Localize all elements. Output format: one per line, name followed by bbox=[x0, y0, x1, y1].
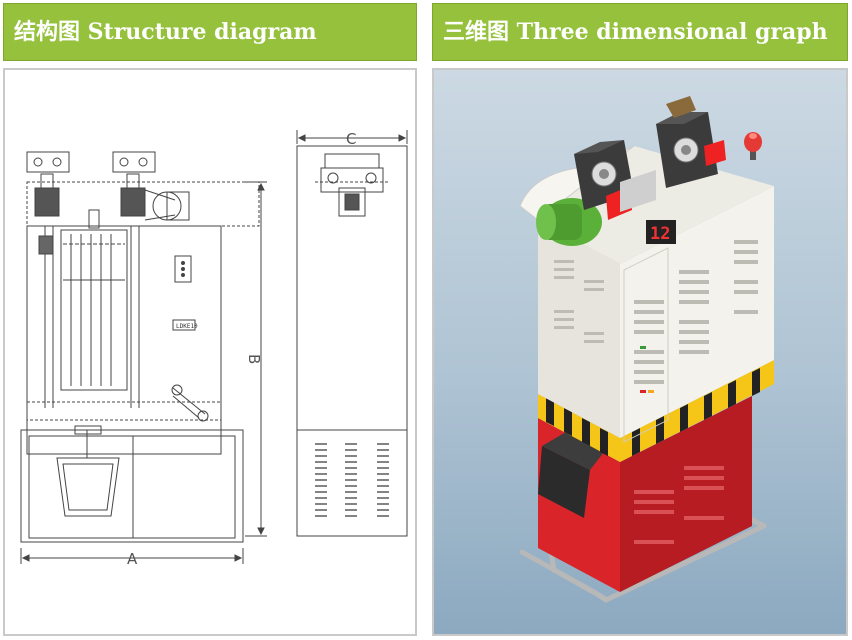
header-structure-diagram: 结构图 Structure diagram bbox=[3, 3, 417, 61]
warning-beacon bbox=[744, 132, 762, 160]
indicator-strips bbox=[640, 346, 654, 393]
main-cabinet-outline bbox=[26, 225, 222, 455]
dimension-label-c: C bbox=[346, 130, 356, 148]
hopper-drawing bbox=[56, 457, 120, 517]
upper-cabinet-vents bbox=[554, 240, 758, 384]
chute bbox=[538, 446, 590, 518]
upper-cabinet-side bbox=[620, 186, 774, 438]
middle-cylinder bbox=[620, 170, 656, 212]
gearbox-right bbox=[656, 96, 726, 188]
header-3d-graph: 三维图 Three dimensional graph bbox=[432, 3, 848, 61]
roller-assembly-left bbox=[26, 151, 70, 217]
upper-cabinet-front bbox=[538, 220, 620, 438]
lift-column bbox=[60, 229, 128, 391]
nameplate-label: LDKE10 bbox=[176, 323, 198, 330]
green-motor bbox=[536, 198, 602, 246]
digital-display bbox=[646, 220, 676, 244]
side-door bbox=[623, 247, 669, 443]
header-3d-title: 三维图 Three dimensional graph bbox=[443, 19, 828, 45]
dimension-label-a: A bbox=[127, 550, 138, 568]
3d-render: 12 bbox=[519, 96, 774, 603]
nameplate bbox=[172, 319, 196, 331]
side-view-outline bbox=[296, 145, 408, 537]
gearbox-left bbox=[574, 140, 634, 220]
display-value: 12 bbox=[650, 224, 670, 244]
3d-render-panel: 12 bbox=[432, 68, 848, 636]
warning-stripe-front bbox=[538, 394, 620, 462]
roller-assembly-right bbox=[112, 151, 156, 217]
motor-drawing bbox=[144, 189, 190, 221]
structure-drawing: LDKE10 bbox=[20, 130, 408, 568]
structure-diagram-panel: LDKE10 bbox=[3, 68, 417, 636]
lower-bin-frame bbox=[20, 429, 244, 543]
side-view-vents bbox=[315, 443, 389, 517]
header-structure-title: 结构图 Structure diagram bbox=[14, 19, 317, 45]
control-box bbox=[174, 255, 192, 283]
dimension-label-b: B bbox=[245, 354, 263, 364]
